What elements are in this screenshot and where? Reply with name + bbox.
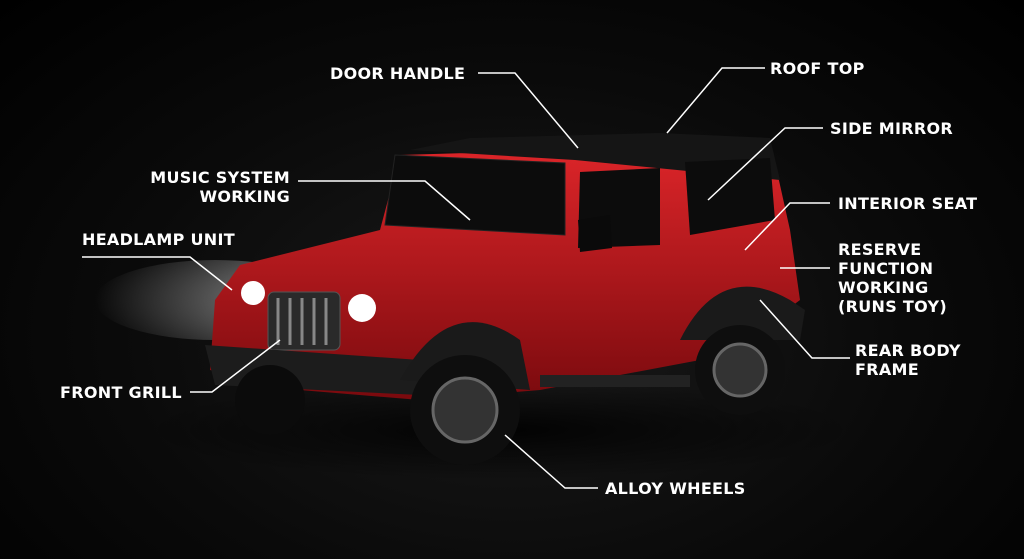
- side-step: [540, 375, 690, 387]
- headlamp-right: [348, 294, 376, 322]
- label-rear-body-frame: REAR BODY FRAME: [855, 341, 961, 379]
- label-line: MUSIC SYSTEM: [150, 168, 290, 187]
- side-mirror: [578, 215, 612, 252]
- label-music-system: MUSIC SYSTEM WORKING: [150, 168, 290, 206]
- label-line: FUNCTION: [838, 259, 934, 278]
- label-line: REAR BODY: [855, 341, 961, 360]
- label-door-handle: DOOR HANDLE: [330, 64, 466, 83]
- label-line: WORKING: [199, 187, 290, 206]
- label-roof-top: ROOF TOP: [770, 59, 865, 78]
- label-reserve-function: RESERVE FUNCTION WORKING (RUNS TOY): [838, 240, 947, 316]
- wheel-front-left: [235, 365, 305, 435]
- rear-window: [685, 158, 775, 235]
- label-front-grill: FRONT GRILL: [60, 383, 182, 402]
- leader-lines: [82, 67, 850, 489]
- label-alloy-wheels: ALLOY WHEELS: [605, 479, 746, 498]
- label-line: (RUNS TOY): [838, 297, 947, 316]
- front-grill: [267, 291, 341, 351]
- windshield: [384, 154, 566, 236]
- label-line: WORKING: [838, 278, 929, 297]
- fender-rear: [680, 286, 805, 340]
- label-side-mirror: SIDE MIRROR: [830, 119, 953, 138]
- label-interior-seat: INTERIOR SEAT: [838, 194, 978, 213]
- label-headlamp-unit: HEADLAMP UNIT: [82, 230, 235, 249]
- label-line: FRAME: [855, 360, 919, 379]
- headlamp-left: [241, 281, 265, 305]
- label-line: RESERVE: [838, 240, 922, 259]
